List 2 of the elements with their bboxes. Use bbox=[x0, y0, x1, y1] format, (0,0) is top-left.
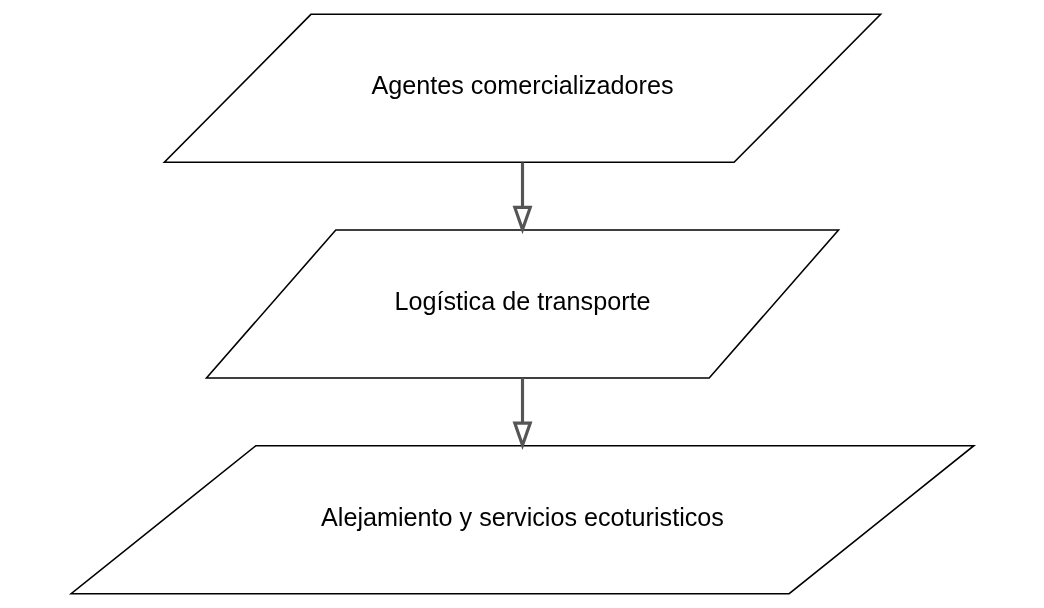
arrow bbox=[512, 162, 532, 235]
arrow bbox=[512, 378, 532, 450]
